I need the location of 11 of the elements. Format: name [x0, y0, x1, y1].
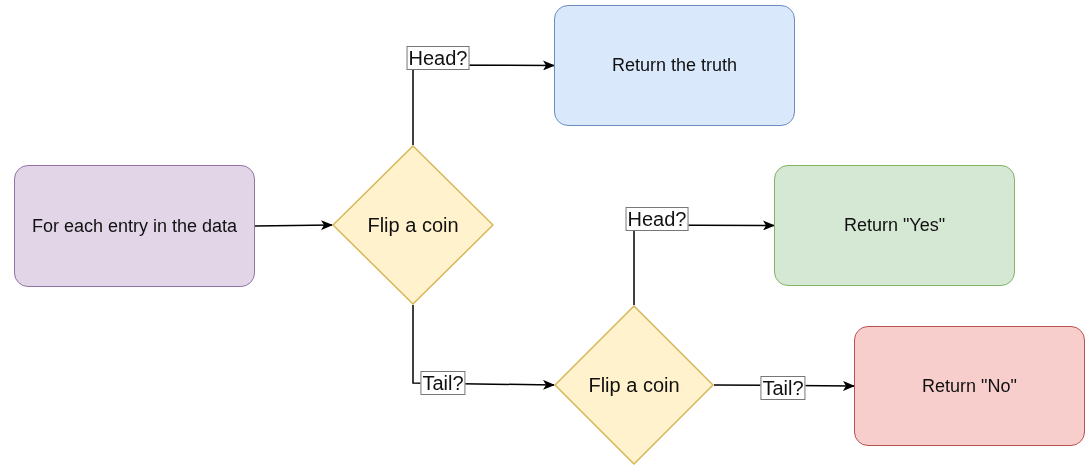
- arrow: [254, 220, 333, 231]
- edge-label: Head?: [625, 207, 689, 231]
- edge-label: Tail?: [420, 371, 466, 395]
- edge-label: Head?: [406, 46, 470, 70]
- process-box: For each entry in the data: [14, 165, 255, 287]
- process-box: Return "Yes": [774, 165, 1015, 286]
- decision-text: Flip a coin: [588, 373, 680, 397]
- process-box: Return the truth: [554, 5, 795, 126]
- decision-text: Flip a coin: [367, 213, 459, 237]
- edge-label: Tail?: [760, 376, 806, 400]
- process-box: Return "No": [854, 326, 1085, 446]
